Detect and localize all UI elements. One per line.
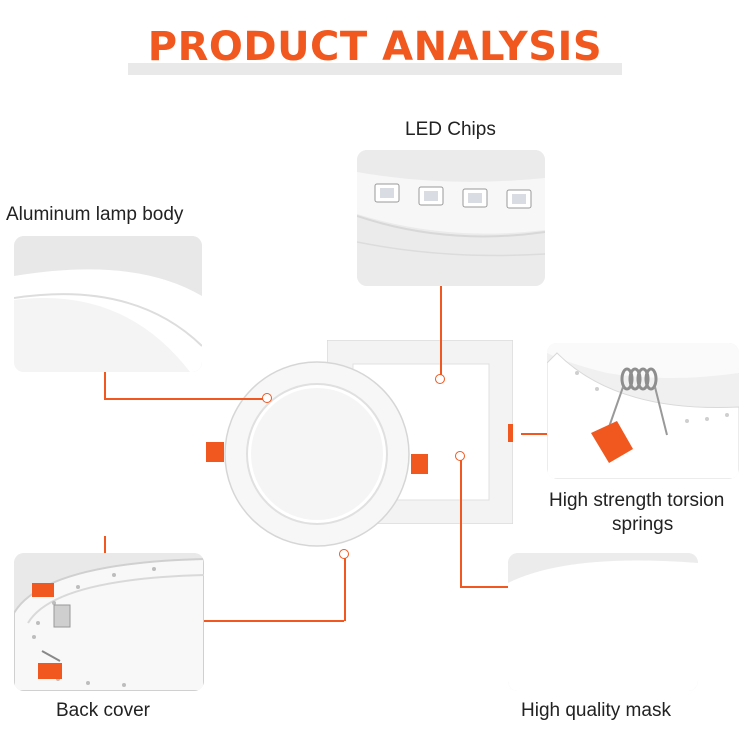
torsion-springs-image [547,343,739,479]
connector-dot-back-cover [339,549,349,559]
connector-dot-aluminum [262,393,272,403]
connector-aluminum-horizontal [104,398,266,400]
back-cover-image [14,553,204,691]
label-high-quality-mask: High quality mask [521,700,671,721]
connector-dot-mask [455,451,465,461]
label-back-cover: Back cover [56,700,150,721]
connector-aluminum-vertical [104,372,106,398]
connector-back-cover-vertical [104,536,106,553]
aluminum-body-image [14,236,202,372]
label-torsion-springs-line2: springs [612,514,674,535]
label-torsion-springs-line1: High strength torsion [549,490,725,511]
connector-mask-vertical [460,456,462,587]
connector-led-chips [440,286,442,378]
led-chips-image [357,150,545,286]
connector-torsion-springs [521,433,547,435]
connector-dot-led-chips [435,374,445,384]
title-underline [128,63,622,75]
page-title: PRODUCT ANALYSIS [147,24,603,70]
connector-back-cover-up [344,556,346,621]
mask-image [508,553,698,691]
label-led-chips: LED Chips [405,119,496,140]
round-panel-light [206,360,428,554]
connector-mask-horizontal [460,586,508,588]
label-aluminum-lamp-body: Aluminum lamp body [6,204,184,225]
connector-back-cover-horizontal [204,620,344,622]
